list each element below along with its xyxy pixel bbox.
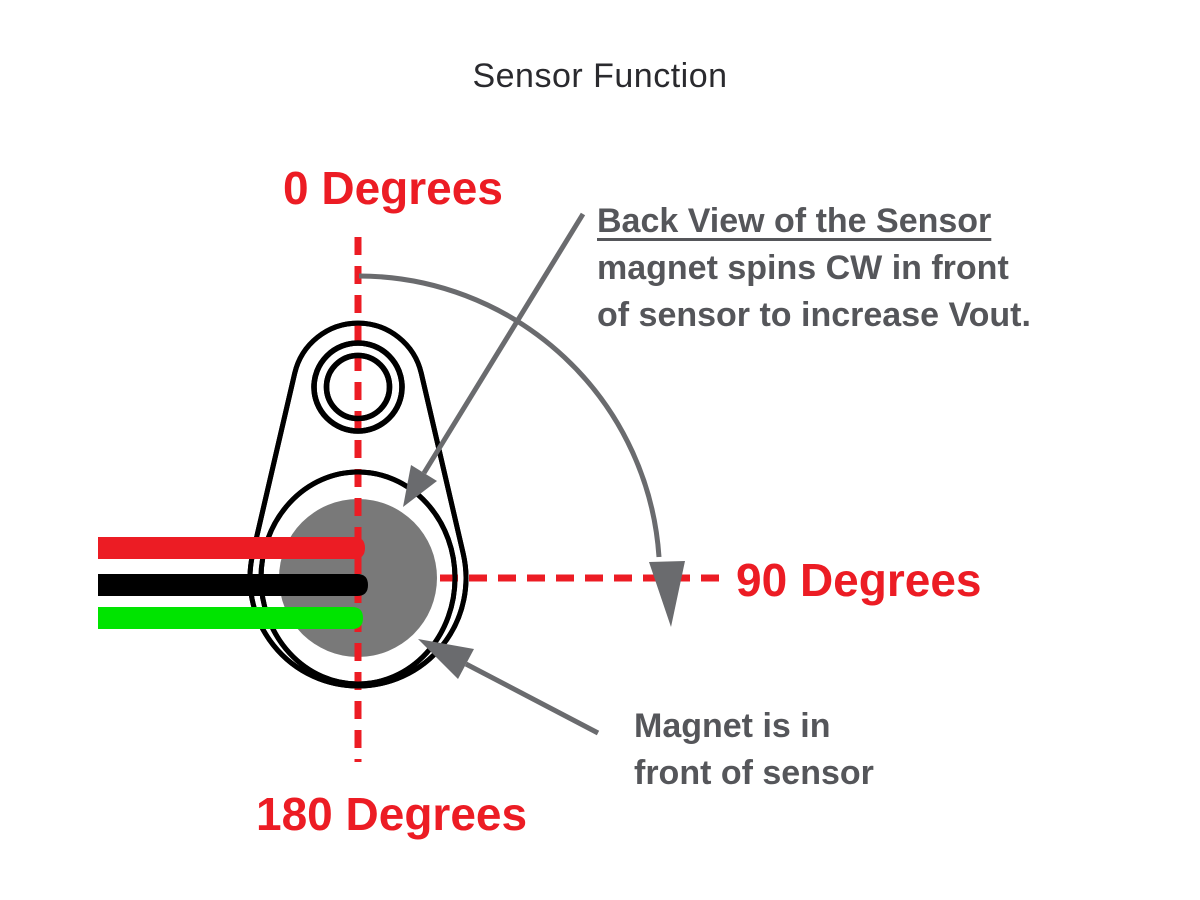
back-view-annotation-line3: of sensor to increase Vout. bbox=[597, 296, 1031, 334]
green-wire bbox=[98, 607, 363, 629]
cw-rotation-arrowhead-icon bbox=[649, 561, 685, 627]
mounting-hole-outer-ring-stroke bbox=[311, 340, 405, 434]
mounting-hole-inner-ring-stroke bbox=[323, 352, 393, 422]
back-view-annotation-line2: magnet spins CW in front bbox=[597, 249, 1009, 287]
black-wire bbox=[98, 574, 368, 596]
page-title: Sensor Function bbox=[472, 57, 728, 95]
back-view-annotation-line1: Back View of the Sensor bbox=[597, 202, 992, 240]
cw-rotation-arc-arrow-icon bbox=[358, 273, 685, 627]
magnet-pointer-arrowhead-icon bbox=[418, 639, 474, 679]
red-wire bbox=[98, 537, 365, 559]
back-view-pointer-arrow-icon bbox=[403, 212, 586, 507]
label-90-degrees: 90 Degrees bbox=[736, 554, 982, 606]
label-180-degrees: 180 Degrees bbox=[256, 788, 528, 840]
magnet-front-annotation-line2: front of sensor bbox=[634, 754, 874, 792]
magnet-pointer-arrow-icon bbox=[418, 639, 600, 736]
back-view-pointer-arrowhead-icon bbox=[403, 465, 437, 507]
magnet-front-annotation-line1: Magnet is in bbox=[634, 707, 831, 745]
back-view-annotation: Back View of the Sensor magnet spins CW … bbox=[597, 198, 1031, 339]
sensor-body-outline-stroke bbox=[247, 320, 469, 689]
magnet-front-annotation: Magnet is in front of sensor bbox=[634, 703, 874, 797]
label-0-degrees: 0 Degrees bbox=[283, 162, 503, 214]
